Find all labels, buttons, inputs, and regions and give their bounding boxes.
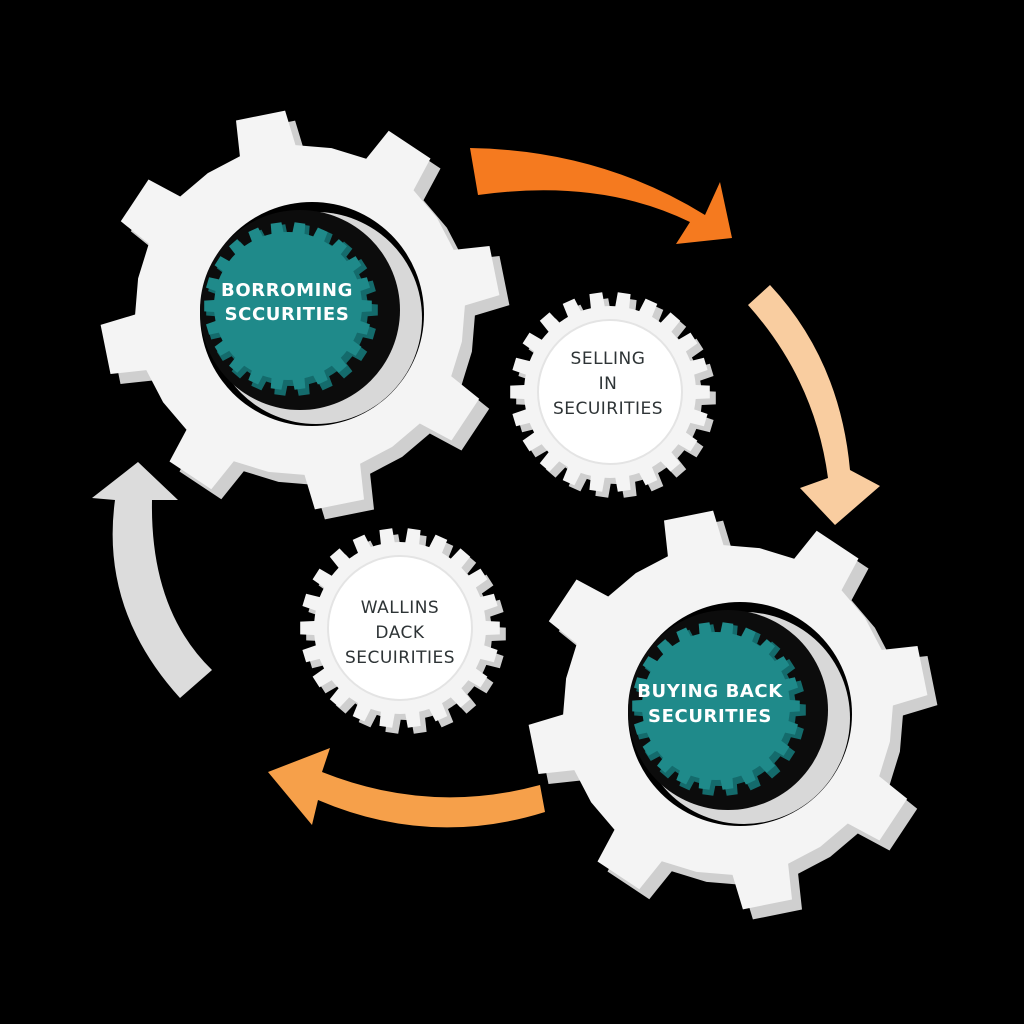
arrow-walling-to-borrowing	[92, 462, 212, 698]
label-borrowing: BORROMING SCCURITIES	[221, 280, 353, 325]
label-selling-line-2: IN	[599, 374, 618, 394]
label-selling-line-3: SECUIRITIES	[553, 399, 663, 419]
label-buying-line-2: SECURITIES	[648, 706, 772, 727]
label-walling-line-2: DACK	[375, 623, 424, 643]
label-buying: BUYING BACK SECURITIES	[637, 681, 783, 727]
label-borrowing-line-2: SCCURITIES	[225, 304, 350, 325]
arrow-buying-to-walling	[268, 748, 545, 828]
selling-gear-face	[537, 319, 683, 465]
buying-inner-gear	[632, 622, 800, 790]
label-walling-line-3: SECUIRITIES	[345, 648, 455, 668]
arrow-selling-to-buying	[748, 285, 880, 525]
gear-buying-back-securities	[528, 510, 938, 920]
walling-gear-face	[327, 555, 473, 701]
borrowing-inner-gear	[204, 222, 372, 390]
gear-selling-securities	[510, 292, 716, 498]
gear-walling-back-securities	[300, 528, 506, 734]
label-borrowing-line-1: BORROMING	[221, 280, 353, 301]
label-buying-line-1: BUYING BACK	[637, 681, 783, 702]
arrow-borrowing-to-selling	[470, 148, 732, 244]
label-walling-line-1: WALLINS	[361, 598, 439, 618]
label-selling-line-1: SELLING	[571, 349, 646, 369]
gear-borrowing-securities	[100, 110, 510, 520]
label-walling: WALLINS DACK SECUIRITIES	[345, 598, 455, 668]
label-selling: SELLING IN SECUIRITIES	[553, 349, 663, 419]
